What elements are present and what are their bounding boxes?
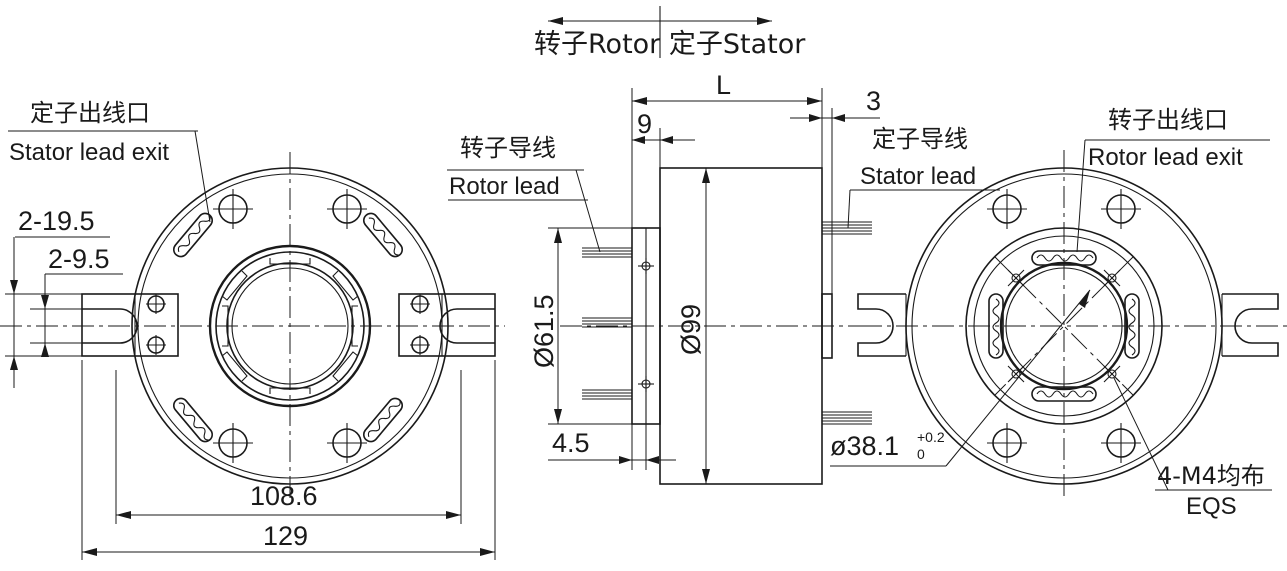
- stator-lead-exits: [172, 212, 404, 443]
- bore-tol-lower: 0: [917, 446, 925, 462]
- bore-dia-dim: ø38.1: [830, 431, 899, 461]
- stator-lead-bundles: [822, 221, 872, 425]
- holes-en-label: EQS: [1186, 493, 1237, 520]
- bore-tol-upper: +0.2: [917, 429, 945, 445]
- stator-offset-dim: 3: [866, 86, 881, 116]
- mount-width-dim: 129: [263, 521, 308, 551]
- body-dia-dim: Ø99: [676, 304, 706, 355]
- flange-dia-dim: Ø61.5: [529, 294, 559, 368]
- rotor-lead-en-label: Rotor lead: [449, 173, 560, 200]
- rotor-lead-cn-label: 转子导线: [460, 134, 556, 162]
- slot-inner-dim: 2-9.5: [48, 244, 110, 274]
- slot-outer-dim: 2-19.5: [18, 206, 95, 236]
- stator-lead-cn-label: 定子导线: [872, 125, 968, 153]
- right-end-view: ø38.1 +0.2 0 转子出线口 Rotor lead exit 4-M4均…: [830, 106, 1287, 520]
- mounting-tab-left: [81, 293, 179, 357]
- direction-header: 转子Rotor 定子Stator: [534, 6, 806, 60]
- bolt-hole-group: [213, 189, 367, 463]
- flange-thickness-dim: 4.5: [552, 428, 590, 458]
- mounting-tab-right-right: [1221, 293, 1279, 357]
- length-dim: L: [716, 70, 731, 100]
- rotor-stator-label: 转子Rotor 定子Stator: [534, 29, 806, 60]
- bolt-circle-dim: 108.6: [250, 481, 318, 511]
- rotor-lead-bundles: [582, 247, 632, 400]
- left-end-view: 定子出线口 Stator lead exit 2-19.5 2-9.5 108.…: [0, 99, 505, 560]
- stator-exit-en-label: Stator lead exit: [9, 139, 169, 166]
- stator-exit-cn-label: 定子出线口: [30, 99, 150, 127]
- side-view: L 9 3 定子导线 Stator lead 转子导线 Rotor lead Ø…: [447, 70, 1000, 485]
- rotor-exit-cn-label: 转子出线口: [1108, 106, 1228, 134]
- holes-cn-label: 4-M4均布: [1157, 462, 1265, 490]
- rotor-offset-dim: 9: [637, 109, 652, 139]
- rotor-exit-en-label: Rotor lead exit: [1088, 144, 1243, 171]
- mounting-tab-right: [398, 293, 496, 357]
- stator-lead-en-label: Stator lead: [860, 163, 976, 190]
- bolt-hole-group-right: [987, 189, 1141, 463]
- rotor-lead-exits: [988, 250, 1140, 402]
- mounting-tab-right-left: [857, 293, 907, 357]
